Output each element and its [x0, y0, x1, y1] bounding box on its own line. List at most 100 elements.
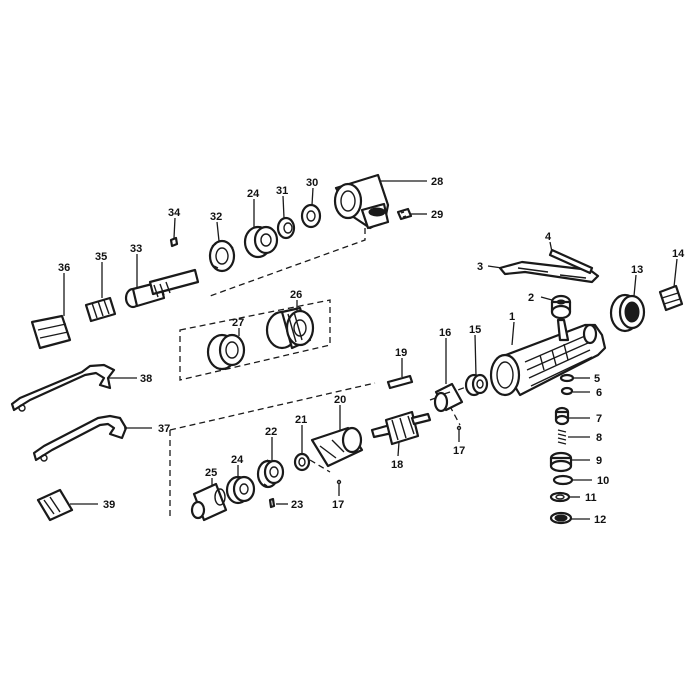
svg-text:26: 26 — [290, 289, 302, 301]
part-28-angle-housing — [333, 173, 390, 230]
part-11-washer — [549, 491, 571, 503]
svg-text:23: 23 — [291, 499, 303, 511]
part-2-bushing — [550, 294, 572, 320]
callout-38: 38 — [108, 373, 152, 385]
svg-text:6: 6 — [596, 387, 602, 399]
callout-2: 2 — [528, 292, 553, 304]
callout-25: 25 — [205, 467, 217, 486]
part-26-threaded-sleeve — [265, 306, 315, 350]
callout-32: 32 — [210, 211, 222, 242]
callout-24: 24 — [247, 188, 260, 228]
svg-text:27: 27 — [232, 317, 244, 329]
svg-text:24: 24 — [247, 188, 260, 200]
callout-39: 39 — [70, 499, 115, 511]
callout-5: 5 — [574, 373, 600, 385]
svg-text:12: 12 — [594, 514, 606, 526]
part-13-exhaust-cap — [609, 293, 646, 333]
part-31-washer — [276, 216, 296, 240]
svg-text:35: 35 — [95, 251, 107, 263]
svg-text:2: 2 — [528, 292, 534, 304]
svg-text:37: 37 — [158, 423, 170, 435]
svg-text:5: 5 — [594, 373, 600, 385]
svg-text:25: 25 — [205, 467, 217, 479]
part-12-cap — [549, 511, 573, 525]
callout-19: 19 — [395, 347, 407, 377]
svg-text:13: 13 — [631, 264, 643, 276]
svg-text:28: 28 — [431, 176, 443, 188]
callout-26: 26 — [290, 289, 302, 312]
callout-15: 15 — [469, 324, 481, 377]
part-24-bearing-lower — [225, 475, 256, 505]
svg-text:15: 15 — [469, 324, 481, 336]
part-24-bearing-upper — [243, 225, 279, 259]
part-5-oring — [559, 373, 575, 383]
part-37-wrench — [32, 414, 128, 462]
guide-line-head — [209, 228, 366, 297]
callout-12: 12 — [571, 514, 606, 526]
part-34-key — [169, 236, 179, 248]
callout-34: 34 — [168, 207, 181, 239]
part-18-rotor — [370, 410, 432, 446]
callout-10: 10 — [572, 475, 609, 487]
guide-line-lower — [169, 382, 376, 520]
part-7-valve — [554, 406, 570, 426]
guide-line-mid — [179, 299, 331, 381]
callout-9: 9 — [572, 455, 602, 467]
svg-text:11: 11 — [585, 492, 597, 504]
svg-text:36: 36 — [58, 262, 70, 274]
callout-4: 4 — [545, 231, 553, 253]
svg-text:30: 30 — [306, 177, 318, 189]
callout-23: 23 — [276, 499, 303, 511]
callout-14: 14 — [672, 248, 685, 288]
svg-text:7: 7 — [596, 413, 602, 425]
svg-text:32: 32 — [210, 211, 222, 223]
callout-13: 13 — [631, 264, 643, 297]
part-9-valve-seat — [549, 451, 573, 473]
callout-29: 29 — [411, 209, 443, 221]
part-35-collet — [84, 296, 117, 323]
callout-8: 8 — [568, 432, 602, 444]
callout-35: 35 — [95, 251, 107, 298]
part-1-housing — [489, 318, 607, 397]
part-4-pin — [548, 248, 594, 275]
part-29-screw — [396, 207, 413, 221]
svg-text:38: 38 — [140, 373, 152, 385]
svg-text:14: 14 — [672, 248, 685, 260]
part-16-front-plate — [433, 382, 464, 413]
part-27-lock-nut — [206, 333, 246, 371]
callout-3: 3 — [477, 261, 503, 273]
svg-text:9: 9 — [596, 455, 602, 467]
callout-20: 20 — [334, 394, 346, 430]
callout-16: 16 — [439, 327, 451, 384]
part-22-cylinder-plate — [256, 459, 285, 489]
svg-text:39: 39 — [103, 499, 115, 511]
svg-text:17: 17 — [332, 499, 344, 511]
part-36-collet-nut — [30, 314, 72, 350]
svg-text:24: 24 — [231, 454, 244, 466]
callout-24b: 24 — [231, 454, 244, 477]
svg-text:17: 17 — [453, 445, 465, 457]
callout-33: 33 — [130, 243, 142, 288]
svg-text:33: 33 — [130, 243, 142, 255]
part-38-wrench — [10, 363, 116, 412]
part-20-cylinder — [310, 426, 364, 468]
svg-text:3: 3 — [477, 261, 483, 273]
svg-text:31: 31 — [276, 185, 288, 197]
callout-6: 6 — [573, 387, 602, 399]
part-10-oring — [552, 474, 574, 486]
callout-7: 7 — [569, 413, 602, 425]
part-25-rear-plate — [190, 482, 228, 522]
part-15-bearing — [464, 373, 489, 397]
svg-text:1: 1 — [509, 311, 515, 323]
part-23-pin — [268, 497, 276, 509]
callout-22: 22 — [265, 426, 277, 461]
svg-text:29: 29 — [431, 209, 443, 221]
callout-27: 27 — [232, 317, 244, 336]
callout-17: 17 — [453, 425, 465, 457]
callout-28: 28 — [381, 176, 443, 188]
callout-18: 18 — [391, 441, 403, 471]
svg-text:8: 8 — [596, 432, 602, 444]
callout-11: 11 — [569, 492, 597, 504]
